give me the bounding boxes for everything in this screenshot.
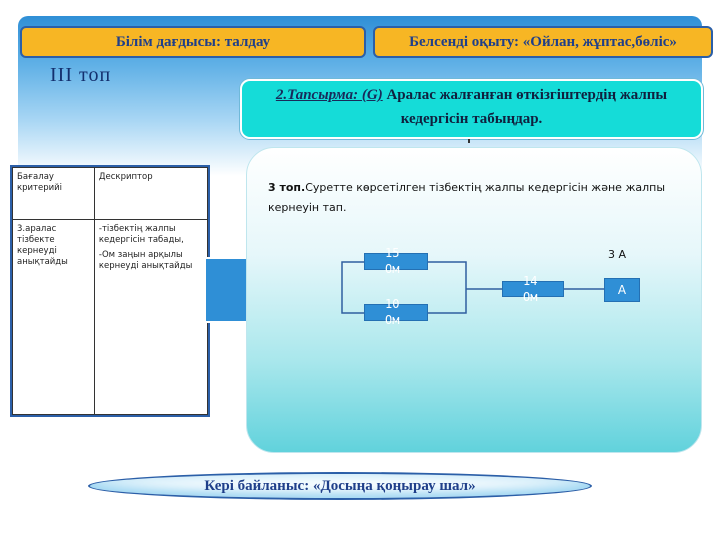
resistor-15-ohm: 15 Ом (364, 246, 428, 276)
feedback-banner: Кері байланыс: «Досыңа қоңырау шал» (88, 472, 592, 500)
criteria-header: Бағалау критерийі (12, 167, 95, 220)
skill-callout: Білім дағдысы: талдау (20, 26, 366, 58)
resistor-value: 10 (385, 297, 400, 311)
feedback-text: Кері байланыс: «Досыңа қоңырау шал» (204, 477, 476, 494)
descriptor-cell: -тізбектің жалпы кедергісін табады, -Ом … (93, 219, 209, 415)
ammeter-symbol: А (617, 283, 627, 297)
current-label: 3 А (608, 248, 627, 261)
ammeter-icon: А (604, 278, 640, 302)
criteria-table: Бағалау критерийі Дескриптор 3.аралас ті… (10, 165, 210, 417)
resistor-value: 14 (523, 274, 538, 288)
descriptor-header: Дескриптор (93, 167, 209, 220)
resistor-10-ohm: 10 Ом (364, 297, 428, 327)
problem-group-label: 3 топ. (268, 181, 306, 194)
resistor-14-ohm: 14 Ом (502, 274, 564, 304)
active-learning-callout: Белсенді оқыту: «Ойлан, жұптас,бөліс» (373, 26, 713, 58)
problem-text: Суретте көрсетілген тізбектің жалпы кеде… (268, 181, 666, 214)
descriptor-item: -Ом заңын арқылы кернеуді анықтайды (98, 250, 193, 271)
task-box: 2.Тапсырма: (G) Аралас жалғанған өткізгі… (240, 79, 703, 139)
resistor-unit: Ом (385, 313, 400, 327)
resistor-unit: Ом (385, 262, 400, 276)
descriptor-item: -тізбектің жалпы кедергісін табады, (98, 224, 184, 245)
resistor-unit: Ом (523, 290, 538, 304)
task-text: Аралас жалғанған өткізгіштердің жалпы ке… (386, 87, 668, 127)
skill-callout-text: Білім дағдысы: талдау (115, 33, 271, 50)
task-label: 2.Тапсырма: (G) (275, 87, 383, 103)
problem-statement: 3 топ.Суретте көрсетілген тізбектің жалп… (268, 178, 688, 218)
group-title: III топ (50, 64, 112, 86)
divider-mark (468, 139, 470, 143)
resistor-value: 15 (385, 246, 400, 260)
active-learning-callout-text: Белсенді оқыту: «Ойлан, жұптас,бөліс» (409, 33, 677, 50)
